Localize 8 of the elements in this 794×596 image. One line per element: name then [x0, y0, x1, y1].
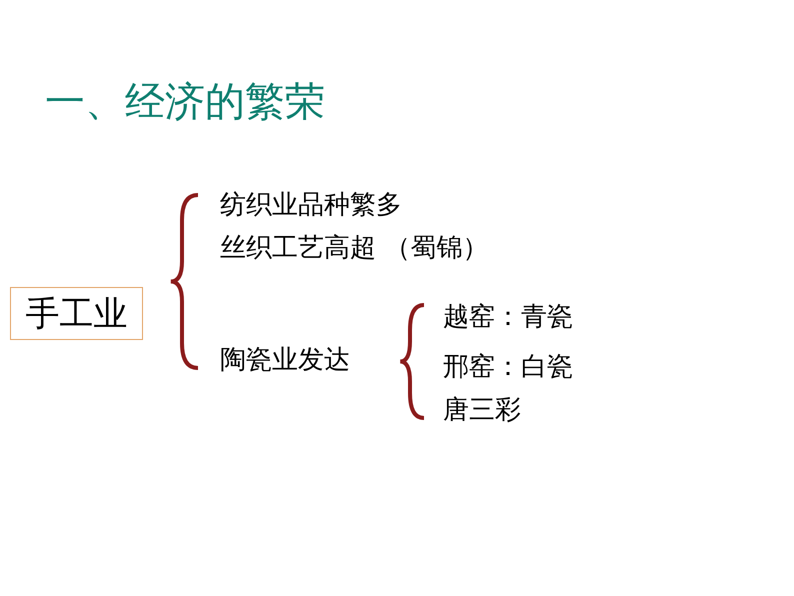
label-text: 邢窑：白瓷: [443, 354, 573, 380]
label-text: 纺织业品种繁多: [220, 192, 402, 218]
label-text: 陶瓷业发达: [220, 347, 350, 373]
label-text: 越窑：青瓷: [443, 304, 573, 330]
category-box: 手工业: [10, 287, 143, 340]
label-text: 唐三彩: [443, 397, 521, 423]
title: 一、经济的繁荣: [45, 82, 325, 122]
label-text: 丝织工艺高超 （蜀锦）: [220, 235, 488, 261]
